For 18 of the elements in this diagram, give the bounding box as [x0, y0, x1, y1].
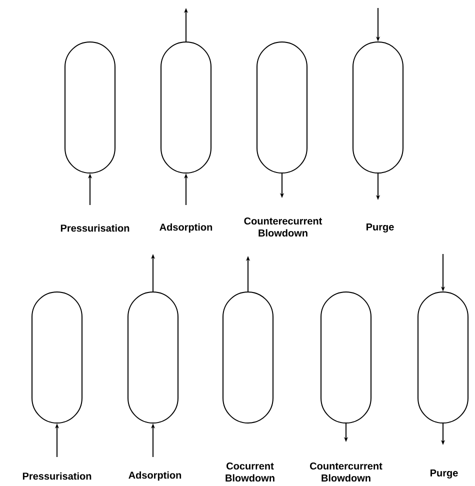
column-vessel: [128, 292, 178, 424]
column-vessel: [222, 292, 274, 424]
step-label: Counterecurrent Blowdown: [244, 217, 322, 237]
step-label: Adsorption: [160, 223, 212, 233]
column-vessel: [320, 292, 372, 424]
step-label: Countercurrent Blowdown: [310, 462, 382, 482]
step-label: Pressurisation: [22, 472, 92, 480]
step-label: Purge: [366, 224, 394, 232]
step-label: Purge: [430, 470, 458, 478]
column-vessel: [160, 42, 212, 174]
column-vessel: [352, 42, 404, 174]
column-vessel: [418, 292, 468, 424]
step-label: Pressurisation: [60, 224, 130, 232]
step-label: Cocurrent Blowdown: [226, 462, 274, 482]
column-vessel: [256, 42, 308, 174]
column-vessel: [32, 292, 82, 424]
column-vessel: [64, 42, 116, 174]
step-label: Adsorption: [128, 471, 182, 481]
